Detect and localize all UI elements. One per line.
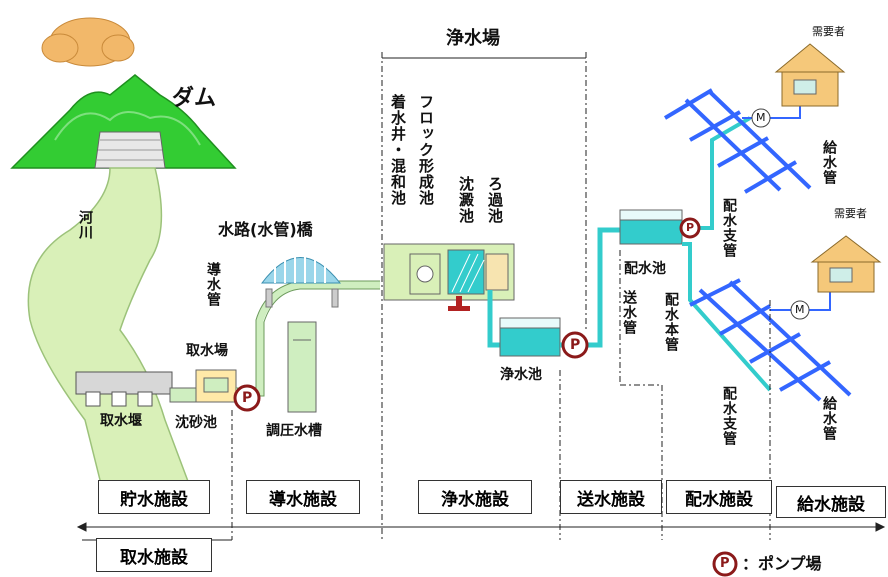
intake-facility-box: 取水施設: [96, 538, 212, 572]
service-pipe-grid-lower: [689, 278, 852, 402]
surge-tank: [287, 321, 317, 413]
pump-icon-distribution: [679, 217, 701, 239]
plant-label: 浄水場: [446, 28, 500, 49]
pump-letter-distribution: P: [686, 221, 695, 234]
pump-icon-transmission: [561, 331, 589, 359]
stage-box-transmission: 送水施設: [560, 480, 662, 514]
aqueduct-bridge-label: 水路(水管)橋: [218, 220, 313, 239]
distribution-reservoir-tank: [619, 209, 683, 245]
service-pipe-grid-upper: [663, 88, 812, 194]
purification-plant: [383, 243, 515, 311]
pump-icon-legend: [712, 551, 738, 577]
pump-icon-intake: [233, 384, 261, 412]
transmission-pipe-label: 送水管: [621, 290, 637, 335]
aqueduct-bridge: [261, 247, 342, 308]
intake-station-label: 取水場: [186, 343, 228, 359]
pump-letter-intake: P: [242, 390, 253, 406]
sand-basin-label: 沈砂池: [175, 415, 217, 431]
intake-weir-label: 取水堰: [100, 413, 142, 429]
main-pipe-label: 配水本管: [663, 292, 679, 352]
water-meter-upper: [751, 108, 771, 128]
floc-basin-label: フロック形成池: [417, 94, 435, 206]
stage-box-distribution: 配水施設: [666, 480, 772, 514]
branch-pipe-label-lower: 配水支管: [721, 386, 737, 446]
sedimentation-label: 沈澱池: [457, 176, 475, 224]
conduit-pipe: [236, 281, 380, 396]
legend-text: ：ポンプ場: [742, 554, 822, 573]
dam-structure: [94, 131, 166, 169]
consumer-label-upper: 需要者: [812, 25, 845, 38]
intake-weir: [75, 371, 173, 407]
receiving-well-label: 着水井・混和池: [389, 94, 407, 206]
distribution-reservoir-label: 配水池: [624, 261, 666, 277]
consumer-label-lower: 需要者: [834, 207, 867, 220]
filter-label: ろ過池: [486, 176, 504, 224]
meter-label-lower: M: [795, 303, 805, 316]
clear-well-label: 浄水池: [500, 367, 542, 383]
service-pipe-label-upper: 給水管: [821, 140, 837, 185]
river: [27, 167, 197, 501]
stage-box-conveyance: 導水施設: [246, 480, 360, 514]
branch-pipe-label-upper: 配水支管: [721, 198, 737, 258]
cloud: [41, 17, 135, 67]
surge-tank-label: 調圧水槽: [266, 423, 322, 439]
clear-well-tank: [487, 290, 561, 357]
water-meter-lower: [790, 300, 810, 320]
stage-box-storage: 貯水施設: [98, 480, 210, 514]
intake-station: [169, 369, 237, 403]
plant-boundary: [381, 52, 587, 540]
house-upper: [774, 43, 846, 107]
transmission-pipe-line: [560, 227, 620, 348]
stage-box-service: 給水施設: [776, 486, 886, 518]
house-lower: [810, 235, 882, 293]
conduit-label: 導水管: [205, 262, 221, 307]
meter-label-upper: M: [756, 111, 766, 124]
legend-pump-letter: P: [720, 556, 730, 571]
mountain: [10, 74, 237, 169]
river-label: 河川: [77, 210, 93, 240]
service-pipe-label-lower: 給水管: [821, 396, 837, 441]
dam-label: ダム: [172, 86, 217, 111]
pump-letter-transmission: P: [570, 337, 581, 353]
stage-box-purification: 浄水施設: [418, 480, 532, 514]
